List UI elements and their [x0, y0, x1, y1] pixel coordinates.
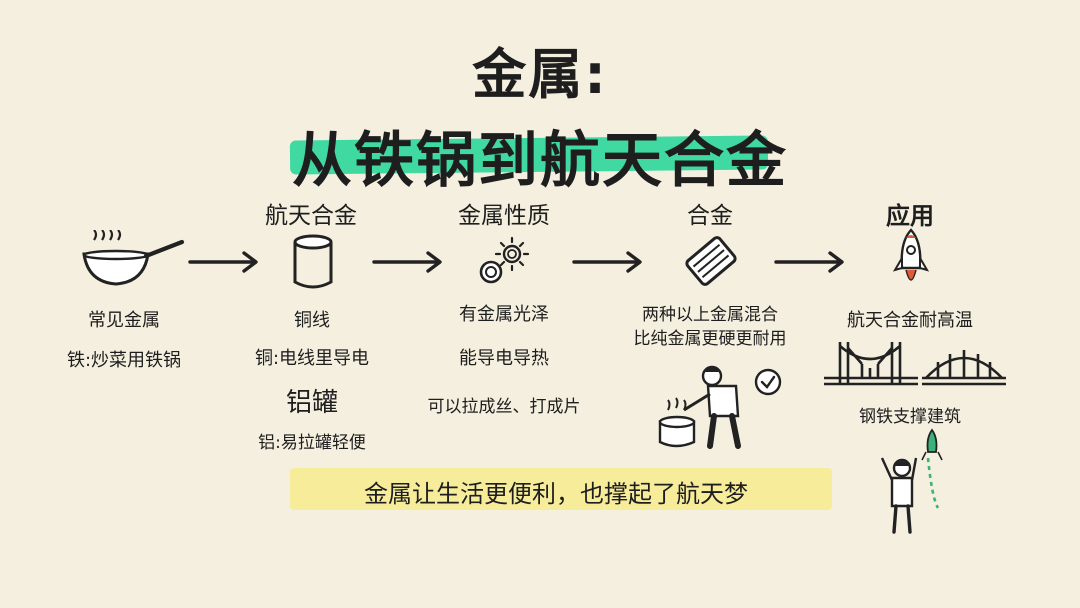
sparkle-icon	[476, 234, 532, 288]
title-line-1: 金属:	[472, 43, 608, 106]
stage3-ductile: 可以拉成丝、打成片	[427, 397, 581, 417]
stage2-aluminum: 铝:易拉罐轻便	[258, 433, 366, 453]
bridge-icon	[822, 338, 1008, 390]
person-watching-rocket-icon	[876, 428, 954, 538]
can-icon	[291, 234, 335, 292]
arrow-icon	[188, 250, 260, 274]
stage5-line2: 钢铁支撑建筑	[859, 407, 961, 427]
arrow-icon	[572, 250, 644, 274]
rocket-icon	[892, 228, 930, 292]
worker-melting-metal-icon	[650, 360, 790, 456]
footer-highlight	[290, 468, 832, 510]
stage2-wire: 铜线	[294, 310, 330, 331]
stage2-heading: 航天合金	[265, 203, 357, 229]
stage1-desc: 铁:炒菜用铁锅	[66, 350, 182, 371]
wok-icon	[80, 230, 188, 290]
stage3-luster: 有金属光泽	[459, 304, 549, 325]
footer-slogan: 金属让生活更便利，也撑起了航天梦	[364, 480, 748, 508]
stage4-line1: 两种以上金属混合	[642, 305, 778, 325]
stage3-heading: 金属性质	[458, 203, 550, 229]
arrow-icon	[774, 250, 846, 274]
alloy-bars-icon	[684, 236, 738, 286]
stage2-copper: 铜:电线里导电	[254, 348, 370, 369]
stage1-label: 常见金属	[88, 310, 160, 331]
stage2-can: 铝罐	[285, 388, 339, 418]
stage3-conduct: 能导电导热	[459, 348, 549, 369]
stage4-heading: 合金	[687, 203, 733, 229]
stage4-line2: 比纯金属更硬更耐用	[633, 329, 787, 349]
arrow-icon	[372, 250, 444, 274]
stage5-heading: 应用	[886, 202, 934, 230]
title-line-2: 从铁锅到航天合金	[292, 126, 788, 196]
stage5-line1: 航天合金耐高温	[847, 310, 973, 331]
